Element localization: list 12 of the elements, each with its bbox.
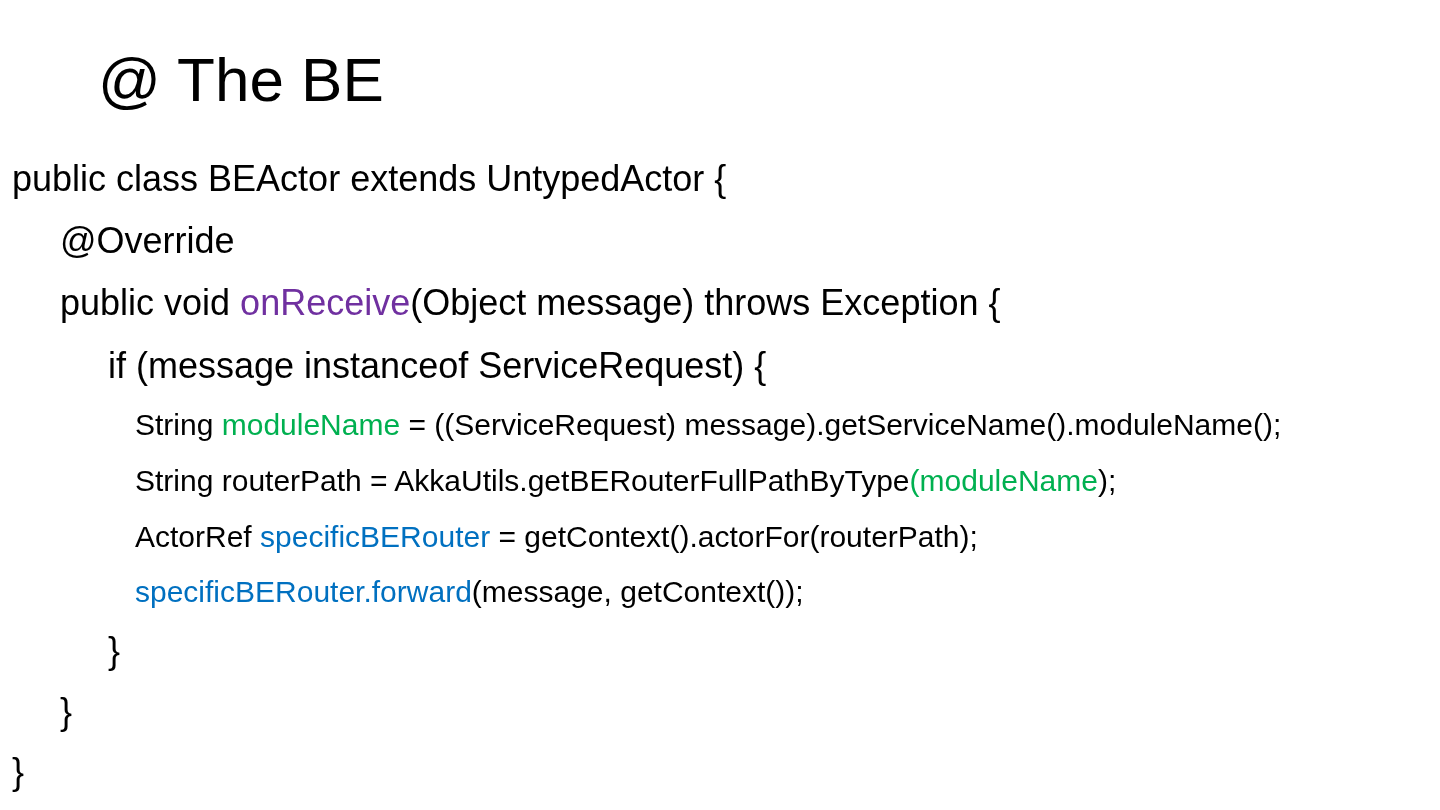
code-line: }: [108, 631, 121, 671]
code-line: specificBERouter.forward(message, getContext());: [135, 574, 804, 608]
slide-title: @ The BE: [98, 46, 384, 115]
code-line: @Override: [60, 221, 235, 261]
code-line: }: [60, 692, 73, 732]
code-line: public void onReceive(Object message) throws Exception {: [60, 283, 1001, 323]
code-line: String moduleName = ((ServiceRequest) message).getServiceName().moduleName();: [135, 407, 1282, 441]
code-line: String routerPath = AkkaUtils.getBERouterFullPathByType(moduleName);: [135, 463, 1117, 497]
code-line: public class BEActor extends UntypedActor {: [12, 159, 727, 199]
code-line: }: [12, 752, 25, 792]
code-line: ActorRef specificBERouter = getContext().actorFor(routerPath);: [135, 519, 978, 553]
code-line: if (message instanceof ServiceRequest) {: [108, 346, 767, 386]
